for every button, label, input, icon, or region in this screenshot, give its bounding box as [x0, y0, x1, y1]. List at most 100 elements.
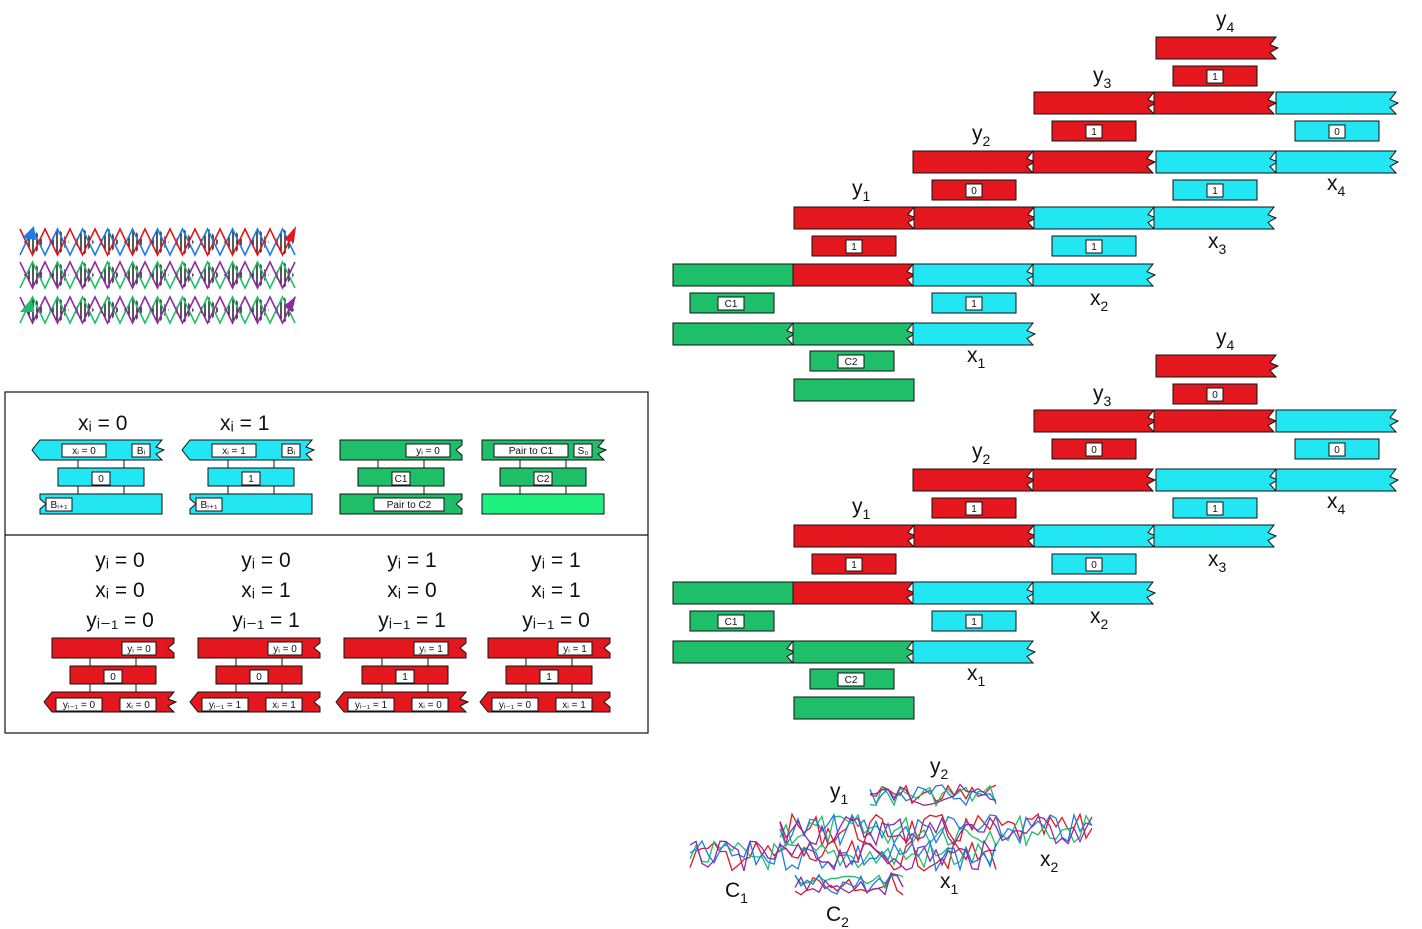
- molecule-label-base: y: [830, 780, 841, 803]
- legend-condition-text: yᵢ₋₁ = 0: [522, 609, 590, 632]
- dna-strand-squiggle: [794, 872, 904, 896]
- legend-red-left-label-box: [55, 697, 103, 712]
- green-strand: [792, 640, 917, 664]
- x-label-base: x: [1327, 172, 1338, 195]
- y-label: y1: [852, 177, 871, 204]
- cyan-mark-label: 0: [1334, 127, 1340, 138]
- red-mark-label: 1: [1212, 72, 1218, 83]
- y-label: y2: [972, 122, 991, 149]
- y-label-sub: 4: [1227, 19, 1235, 35]
- cyan-mark-label-box: [965, 296, 983, 311]
- legend-side-label: Bᵢ: [137, 446, 146, 457]
- legend-header-xi0: xᵢ = 0: [78, 412, 127, 435]
- legend-condition-text: yᵢ₋₁ = 0: [86, 609, 154, 632]
- legend-red-top-label: yᵢ = 1: [563, 644, 587, 655]
- y-label-base: y: [852, 495, 863, 518]
- y-label-base: y: [1093, 64, 1104, 87]
- legend-top-label: yᵢ = 0: [416, 446, 440, 457]
- molecule-label-base: x: [940, 870, 951, 893]
- cyan-mark-label: 0: [1334, 445, 1340, 456]
- legend-condition-text: yᵢ = 0: [241, 549, 290, 572]
- cyan-strand: [1155, 150, 1280, 174]
- helix-strand: [19, 295, 296, 325]
- legend-red-right-label-box: [555, 697, 593, 712]
- legend-red-mid-label-box: [539, 669, 559, 684]
- green-mark-label-box: [717, 614, 745, 629]
- legend-red-right-label-box: [119, 697, 157, 712]
- legend-border: [4, 391, 649, 734]
- x-label: x2: [1090, 605, 1109, 632]
- molecule-label: C2: [826, 903, 849, 929]
- cyan-mark-label: 0: [1091, 560, 1097, 571]
- y-label-sub: 1: [863, 188, 871, 204]
- cyan-strand: [1275, 409, 1400, 433]
- cyan-strand: [912, 581, 1037, 605]
- green-mark-label: C2: [845, 357, 858, 368]
- molecule-label-base: C: [725, 879, 740, 902]
- cyan-strand: [1033, 206, 1158, 230]
- legend-bottom-label: Bᵢ₊₁: [201, 500, 219, 511]
- cyan-mark-label-box: [1085, 239, 1103, 254]
- green-mark-label: C1: [725, 299, 738, 310]
- cyan-mark-label: 1: [971, 617, 977, 628]
- red-mark-label: 0: [971, 186, 977, 197]
- green-strand: [792, 322, 917, 346]
- molecule-label-sub: 2: [841, 914, 849, 929]
- helix-strand: [19, 227, 296, 257]
- cyan-mark-label-box: [1206, 501, 1224, 516]
- red-strand: [792, 581, 917, 605]
- cyan-mark-label-box: [1206, 183, 1224, 198]
- dna-strand-squiggle: [869, 784, 997, 808]
- legend-red-top-label: yᵢ = 0: [273, 644, 297, 655]
- cyan-mark-label-box: [1328, 124, 1346, 139]
- red-strand: [1155, 36, 1280, 60]
- cyan-mark-label: 1: [1212, 504, 1218, 515]
- red-strand: [1153, 91, 1278, 115]
- y-label-base: y: [1216, 326, 1227, 349]
- legend-red-right-label: xᵢ = 1: [562, 700, 586, 711]
- legend-side-label: Bᵢ: [287, 446, 296, 457]
- y-label: y3: [1093, 382, 1112, 409]
- legend-red-top-label: yᵢ = 1: [419, 644, 443, 655]
- legend-mid-label-box: [241, 471, 261, 486]
- y-label-base: y: [972, 122, 983, 145]
- y-label: y4: [1216, 326, 1235, 353]
- double-crossover-helix-illustration: [19, 226, 296, 325]
- legend-top-label-box: [493, 443, 569, 458]
- legend-condition-text: xᵢ = 1: [241, 579, 290, 602]
- legend-red-mid-label-box: [249, 669, 269, 684]
- x-label-base: x: [967, 662, 978, 685]
- legend-red-top-label-box: [557, 641, 593, 656]
- red-strand: [793, 524, 918, 548]
- tile-bottom-strand: [481, 493, 605, 515]
- cyan-strand: [912, 322, 1037, 346]
- red-strand: [912, 150, 1037, 174]
- legend-red-top-label: yᵢ = 0: [127, 644, 151, 655]
- x-label-sub: 3: [1219, 559, 1227, 575]
- legend-header-xi1: xᵢ = 1: [220, 412, 269, 435]
- y-label: y1: [852, 495, 871, 522]
- red-strand: [1032, 150, 1157, 174]
- cyan-mark-label: 1: [1212, 186, 1218, 197]
- legend-red-mid-label: 1: [546, 672, 552, 683]
- x-label: x2: [1090, 287, 1109, 314]
- molecule-label: y1: [830, 780, 849, 807]
- legend-top-label: Pair to C1: [509, 446, 554, 457]
- x-label-sub: 2: [1101, 298, 1109, 314]
- cyan-mark-label: 1: [1091, 242, 1097, 253]
- red-strand: [1032, 468, 1157, 492]
- x-label: x3: [1208, 548, 1227, 575]
- x-label: x1: [967, 662, 986, 689]
- red-mark-label: 1: [971, 504, 977, 515]
- red-mark-label-box: [1085, 442, 1103, 457]
- legend-mid-label: 1: [248, 474, 254, 485]
- y-label-base: y: [1216, 8, 1227, 31]
- x-label-base: x: [1208, 548, 1219, 571]
- dna-strand-squiggle: [689, 839, 997, 873]
- molecule-label-sub: 1: [740, 890, 748, 906]
- red-strand: [1155, 354, 1280, 378]
- y-label-sub: 2: [983, 133, 991, 149]
